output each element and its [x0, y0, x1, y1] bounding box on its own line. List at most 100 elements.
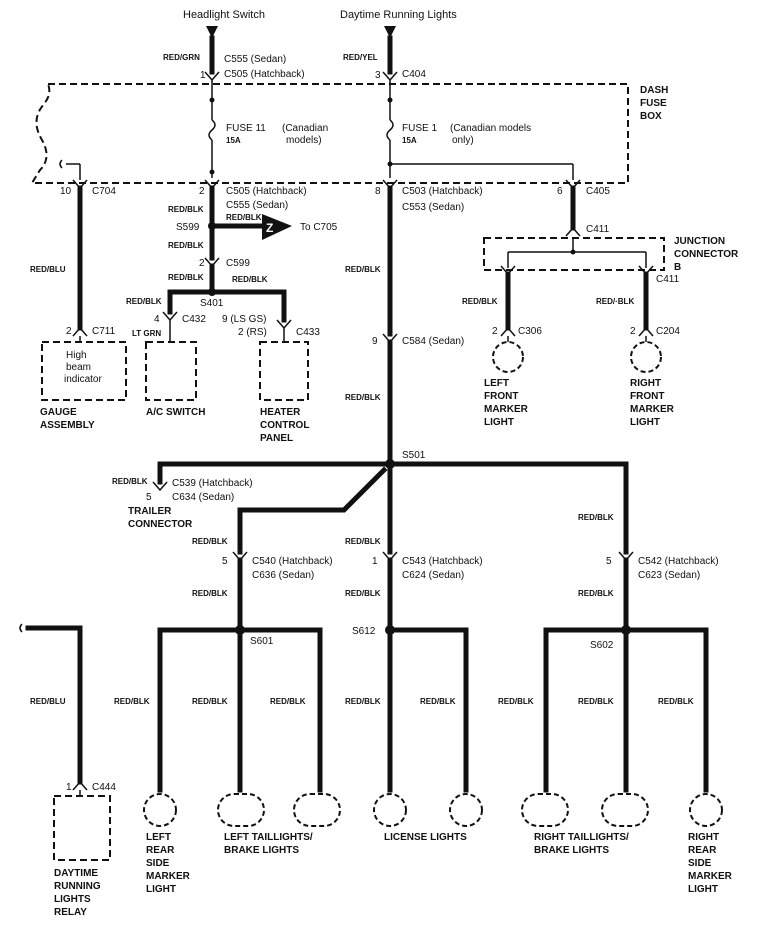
svg-text:LIGHT: LIGHT [630, 417, 660, 428]
wire-color-red-grn: RED/GRN [163, 53, 200, 62]
wire-color-red-blk-dot: RED/·BLK [596, 297, 634, 306]
connector-c624: C624 (Sedan) [402, 570, 464, 581]
splice-s612-label: S612 [352, 626, 376, 637]
svg-text:SIDE: SIDE [688, 858, 712, 869]
connector-c505-hatch: C505 (Hatchback) [224, 69, 305, 80]
left-taillights-label: BRAKE LIGHTS [224, 845, 299, 856]
svg-text:FRONT: FRONT [484, 391, 518, 402]
fuse-1-icon [386, 119, 394, 141]
svg-text:LIGHT: LIGHT [688, 884, 718, 895]
pin-3: 3 [375, 70, 381, 81]
left-taillight-bulb-icon [293, 793, 341, 827]
connector-c623: C623 (Sedan) [638, 570, 700, 581]
connector-c405: C405 [586, 186, 610, 197]
wire-color-red-blk: RED/BLK [420, 697, 456, 706]
connector-c542: C542 (Hatchback) [638, 556, 719, 567]
right-taillight-bulb-icon [521, 793, 569, 827]
connector-c411-b: C411 [656, 274, 680, 285]
ac-switch-label: A/C SWITCH [146, 407, 205, 418]
wire-color-red-blk: RED/BLK [345, 537, 381, 546]
fuse-11-note: models) [286, 135, 322, 146]
connector-rs: 2 (RS) [238, 327, 267, 338]
dash-fuse-box-outline [30, 83, 629, 184]
connector-ls-gs: 9 (LS GS) [222, 314, 266, 325]
to-c705-label: To C705 [300, 222, 338, 233]
dash-fuse-box-label: BOX [640, 111, 662, 122]
connector-c711: C711 [92, 326, 116, 337]
dash-fuse-box-label: FUSE [640, 98, 667, 109]
heater-control-panel-label: PANEL [260, 433, 293, 444]
right-taillight-bulb-icon [601, 793, 649, 827]
left-rear-side-marker-bulb-icon [143, 793, 177, 827]
pin-1: 1 [200, 70, 206, 81]
wire-color-red-blk: RED/BLK [462, 297, 498, 306]
connector-c404: C404 [402, 69, 426, 80]
fuse-11-note: (Canadian [282, 123, 328, 134]
pin-1: 1 [66, 782, 72, 793]
connector-c444: C444 [92, 782, 116, 793]
svg-text:RELAY: RELAY [54, 907, 87, 918]
connector-c539: C539 (Hatchback) [172, 478, 253, 489]
left-front-marker-bulb-icon [492, 341, 524, 373]
pin-2: 2 [630, 326, 636, 337]
svg-text:LEFT: LEFT [484, 378, 509, 389]
wire-color-red-blk: RED/BLK [270, 697, 306, 706]
junction-dot [209, 169, 215, 175]
connector-symbol [638, 326, 654, 337]
connector-c432: C432 [182, 314, 206, 325]
wire-color-red-blk: RED/BLK [232, 275, 268, 284]
fuse-11-icon [208, 119, 216, 141]
wire-color-red-blk: RED/BLK [112, 477, 148, 486]
connector-c636: C636 (Sedan) [252, 570, 314, 581]
connector-c503-hatch: C503 (Hatchback) [402, 186, 483, 197]
connector-c553-sedan: C553 (Sedan) [402, 202, 464, 213]
wire-color-red-blu: RED/BLU [30, 697, 66, 706]
high-beam-indicator-label: beam [66, 362, 91, 373]
heater-control-panel-label: CONTROL [260, 420, 309, 431]
wire-color-red-blu: RED/BLU [30, 265, 66, 274]
gauge-assembly-box [41, 341, 127, 401]
fuse-1-amp: 15A [402, 136, 417, 145]
license-light-bulb-icon [449, 793, 483, 827]
trailer-connector-label: TRAILER [128, 506, 172, 517]
wire-color-red-blk: RED/BLK [345, 589, 381, 598]
high-beam-indicator-label: indicator [64, 374, 102, 385]
wire-color-red-blk: RED/BLK [578, 697, 614, 706]
wire-drl-relay-entry [19, 623, 23, 633]
svg-text:LEFT: LEFT [146, 832, 171, 843]
gauge-assembly-label: GAUGE [40, 407, 77, 418]
left-front-marker-label: LEFT FRONT MARKER LIGHT [484, 378, 529, 428]
right-front-marker-bulb-icon [630, 341, 662, 373]
pin-1: 1 [372, 556, 378, 567]
headlight-switch-arrow-icon [206, 26, 218, 38]
splice-s401-label: S401 [200, 298, 224, 309]
wire-color-red-blk: RED/BLK [658, 697, 694, 706]
pin-5: 5 [606, 556, 612, 567]
svg-text:MARKER: MARKER [688, 871, 733, 882]
pin-10: 10 [60, 186, 72, 197]
svg-text:LIGHTS: LIGHTS [54, 894, 91, 905]
svg-text:REAR: REAR [688, 845, 717, 856]
connector-c584: C584 (Sedan) [402, 336, 464, 347]
high-beam-indicator-label: High [66, 350, 87, 361]
connector-c411: C411 [586, 224, 610, 235]
connector-symbol [72, 780, 88, 791]
junction-dot [387, 97, 393, 103]
connector-c306: C306 [518, 326, 542, 337]
dash-fuse-box-label: DASH [640, 85, 668, 96]
connector-c634: C634 (Sedan) [172, 492, 234, 503]
svg-text:MARKER: MARKER [146, 871, 191, 882]
connector-c555-sedan-b: C555 (Sedan) [226, 200, 288, 211]
fuse-11-amp: 15A [226, 136, 241, 145]
wire-color-red-blk: RED/BLK [226, 213, 262, 222]
pin-5: 5 [222, 556, 228, 567]
svg-text:SIDE: SIDE [146, 858, 170, 869]
pin-8: 8 [375, 186, 381, 197]
svg-text:RIGHT: RIGHT [630, 378, 661, 389]
svg-text:FRONT: FRONT [630, 391, 664, 402]
connector-c540: C540 (Hatchback) [252, 556, 333, 567]
svg-text:REAR: REAR [146, 845, 175, 856]
wire-color-red-blk: RED/BLK [578, 513, 614, 522]
pin-9: 9 [372, 336, 378, 347]
wire-color-red-blk: RED/BLK [126, 297, 162, 306]
